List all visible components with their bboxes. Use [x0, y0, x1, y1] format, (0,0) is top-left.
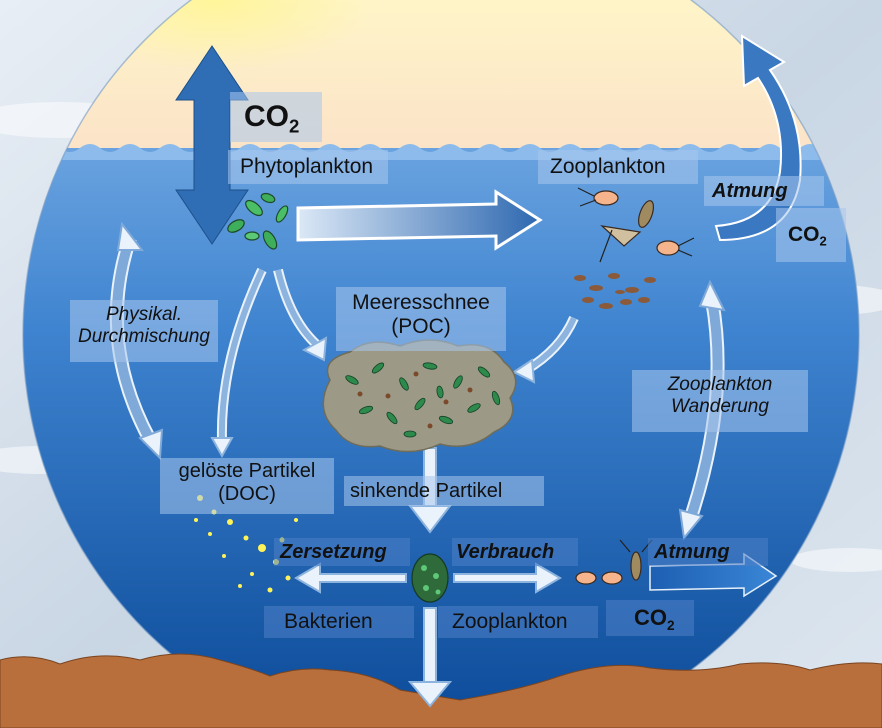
dissolved-particles-label: gelöste Partikel (DOC) [160, 458, 334, 514]
phytoplankton-illustration [227, 192, 289, 250]
co2-label-bottom: CO2 [606, 600, 694, 636]
marine-snow-line1: Meeresschnee [352, 291, 490, 314]
fecal-pellets-illustration [574, 273, 656, 309]
physical-mixing-line2: Durchmischung [78, 325, 210, 347]
physical-mixing-line1: Physikal. [105, 304, 183, 325]
zooplankton-migration-line1: Zooplankton [667, 374, 773, 395]
seafloor [0, 653, 882, 728]
zooplankton-illustration-top [577, 187, 695, 263]
atmung-label-top: Atmung [704, 176, 824, 206]
zooplankton-illustration-bottom [575, 539, 653, 585]
decomposition-label: Zersetzung [274, 538, 410, 566]
marine-snow-line2: (POC) [391, 315, 451, 339]
physical-mixing-label: Physikal. Durchmischung [70, 300, 218, 362]
sinking-particles-label: sinkende Partikel [344, 476, 544, 506]
zooplankton-label-top: Zooplankton [538, 150, 698, 184]
zooplankton-migration-line2: Wanderung [671, 395, 769, 417]
co2-label-right: CO2 [776, 208, 846, 262]
co2-label-top: CO2 [230, 92, 322, 142]
dissolved-particles-line1: gelöste Partikel [178, 460, 316, 482]
phyto-to-zoo-arrow [296, 189, 543, 251]
sinking-particle [411, 553, 449, 603]
bacteria-label: Bakterien [264, 606, 414, 638]
consumption-label: Verbrauch [452, 538, 578, 566]
atmung-label-bottom: Atmung [648, 538, 768, 566]
marine-snow-aggregate [322, 339, 517, 453]
zooplankton-label-bottom: Zooplankton [438, 606, 598, 638]
dissolved-particles-line2: (DOC) [218, 483, 276, 505]
phytoplankton-label: Phytoplankton [228, 150, 388, 184]
marine-snow-label: Meeresschnee (POC) [336, 287, 506, 351]
zooplankton-migration-label: Zooplankton Wanderung [632, 370, 808, 432]
